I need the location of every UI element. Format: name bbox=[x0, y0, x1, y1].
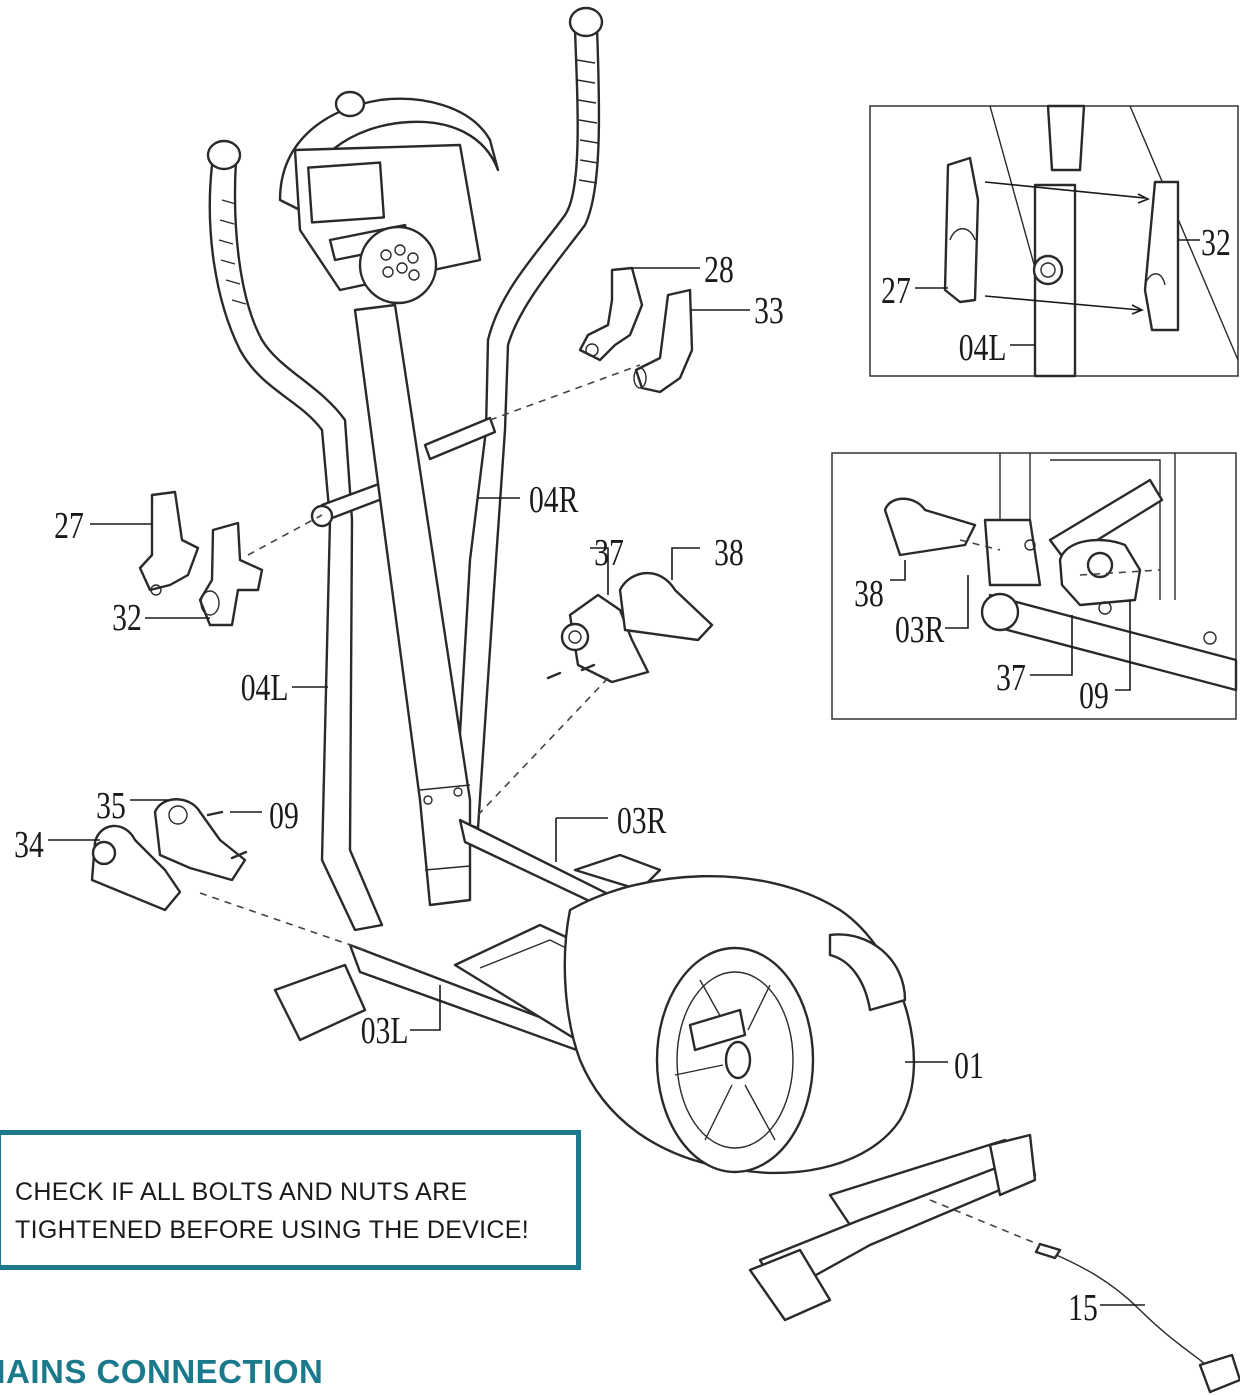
label-03L: 03L bbox=[361, 1011, 409, 1052]
label-04R: 04R bbox=[529, 480, 579, 521]
label-04L: 04L bbox=[241, 668, 289, 709]
part-35-bracket bbox=[153, 798, 247, 882]
inset-mid-label-09: 09 bbox=[1079, 676, 1109, 717]
right-crossbar bbox=[423, 416, 497, 461]
label-32: 32 bbox=[112, 598, 142, 639]
label-09: 09 bbox=[269, 796, 299, 837]
safety-notice-box: CHECK IF ALL BOLTS AND NUTS ARE TIGHTENE… bbox=[0, 1130, 581, 1270]
notice-line-2: TIGHTENED BEFORE USING THE DEVICE! bbox=[15, 1216, 529, 1244]
part-32-left-cover bbox=[198, 521, 264, 627]
part-38-cover bbox=[618, 571, 714, 642]
right-pedal bbox=[573, 853, 662, 892]
label-37: 37 bbox=[594, 533, 624, 574]
label-35: 35 bbox=[96, 786, 126, 827]
inset-mid-label-38: 38 bbox=[854, 574, 884, 615]
label-33: 33 bbox=[754, 291, 784, 332]
inset-top-label-27: 27 bbox=[881, 271, 911, 312]
label-15: 15 bbox=[1068, 1288, 1098, 1329]
safety-notice-text: CHECK IF ALL BOLTS AND NUTS ARE TIGHTENE… bbox=[15, 1173, 575, 1249]
part-28-cover bbox=[578, 266, 644, 362]
bolts-09-left bbox=[206, 810, 248, 860]
part-37-bracket bbox=[560, 593, 650, 684]
section-heading: MAINS CONNECTION bbox=[0, 1353, 324, 1390]
part-27-left-cover bbox=[138, 490, 200, 596]
inset-mid-label-37: 37 bbox=[996, 658, 1026, 699]
label-03R: 03R bbox=[617, 801, 667, 842]
label-38: 38 bbox=[714, 533, 744, 574]
main-body-flywheel bbox=[563, 875, 916, 1175]
inset-pivot-detail: 38 03R 37 09 bbox=[831, 452, 1238, 720]
label-01: 01 bbox=[954, 1046, 984, 1087]
label-27: 27 bbox=[54, 506, 84, 547]
notice-line-1: CHECK IF ALL BOLTS AND NUTS ARE bbox=[15, 1178, 468, 1206]
inset-top-label-32: 32 bbox=[1201, 223, 1231, 264]
left-moving-handlebar bbox=[206, 139, 384, 932]
inset-top-label-04L: 04L bbox=[959, 328, 1007, 369]
label-34: 34 bbox=[14, 825, 44, 866]
part-34-cover bbox=[90, 824, 182, 912]
central-mast bbox=[353, 303, 472, 907]
bolts-09-right bbox=[546, 663, 596, 680]
inset-covers-detail: 27 32 04L bbox=[869, 104, 1239, 378]
label-28: 28 bbox=[704, 250, 734, 291]
inset-mid-label-03R: 03R bbox=[895, 610, 945, 651]
console-and-fixed-handlebar bbox=[278, 90, 500, 305]
right-moving-handlebar bbox=[453, 6, 604, 830]
power-adapter bbox=[1034, 1242, 1240, 1394]
left-pivot-cap bbox=[310, 504, 334, 528]
